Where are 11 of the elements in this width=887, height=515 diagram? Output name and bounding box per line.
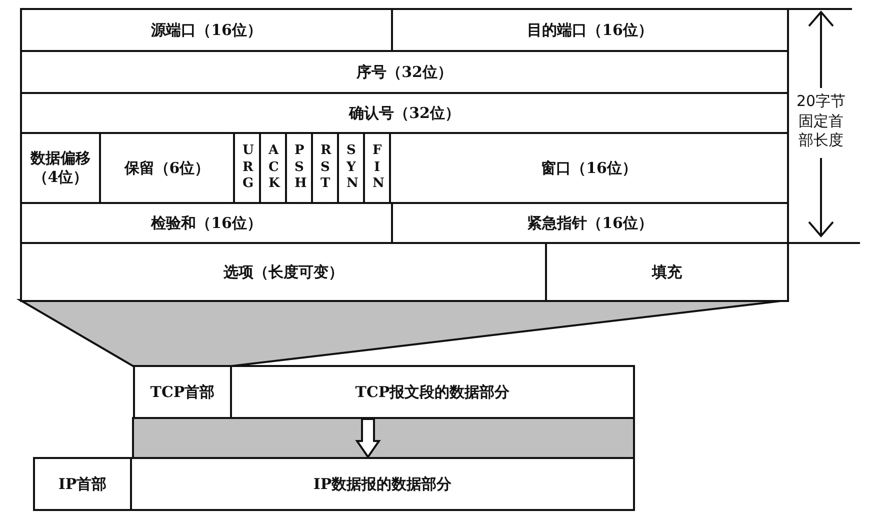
hollow-arrow <box>355 418 381 459</box>
data-cell: IP数据报的数据部分 <box>130 457 635 511</box>
field-cell: 确认号（32位） <box>20 92 789 134</box>
field-cell: 源端口（16位） <box>20 8 393 52</box>
data-cell: TCP报文段的数据部分 <box>230 365 635 419</box>
field-cell: 填充 <box>545 242 789 302</box>
dimension-label: 20字节固定首部长度 <box>795 92 847 150</box>
header-cell: IP首部 <box>33 457 132 511</box>
field-cell: 序号（32位） <box>20 50 789 94</box>
field-cell: 目的端口（16位） <box>391 8 789 52</box>
field-cell: 选项（长度可变） <box>20 242 547 302</box>
